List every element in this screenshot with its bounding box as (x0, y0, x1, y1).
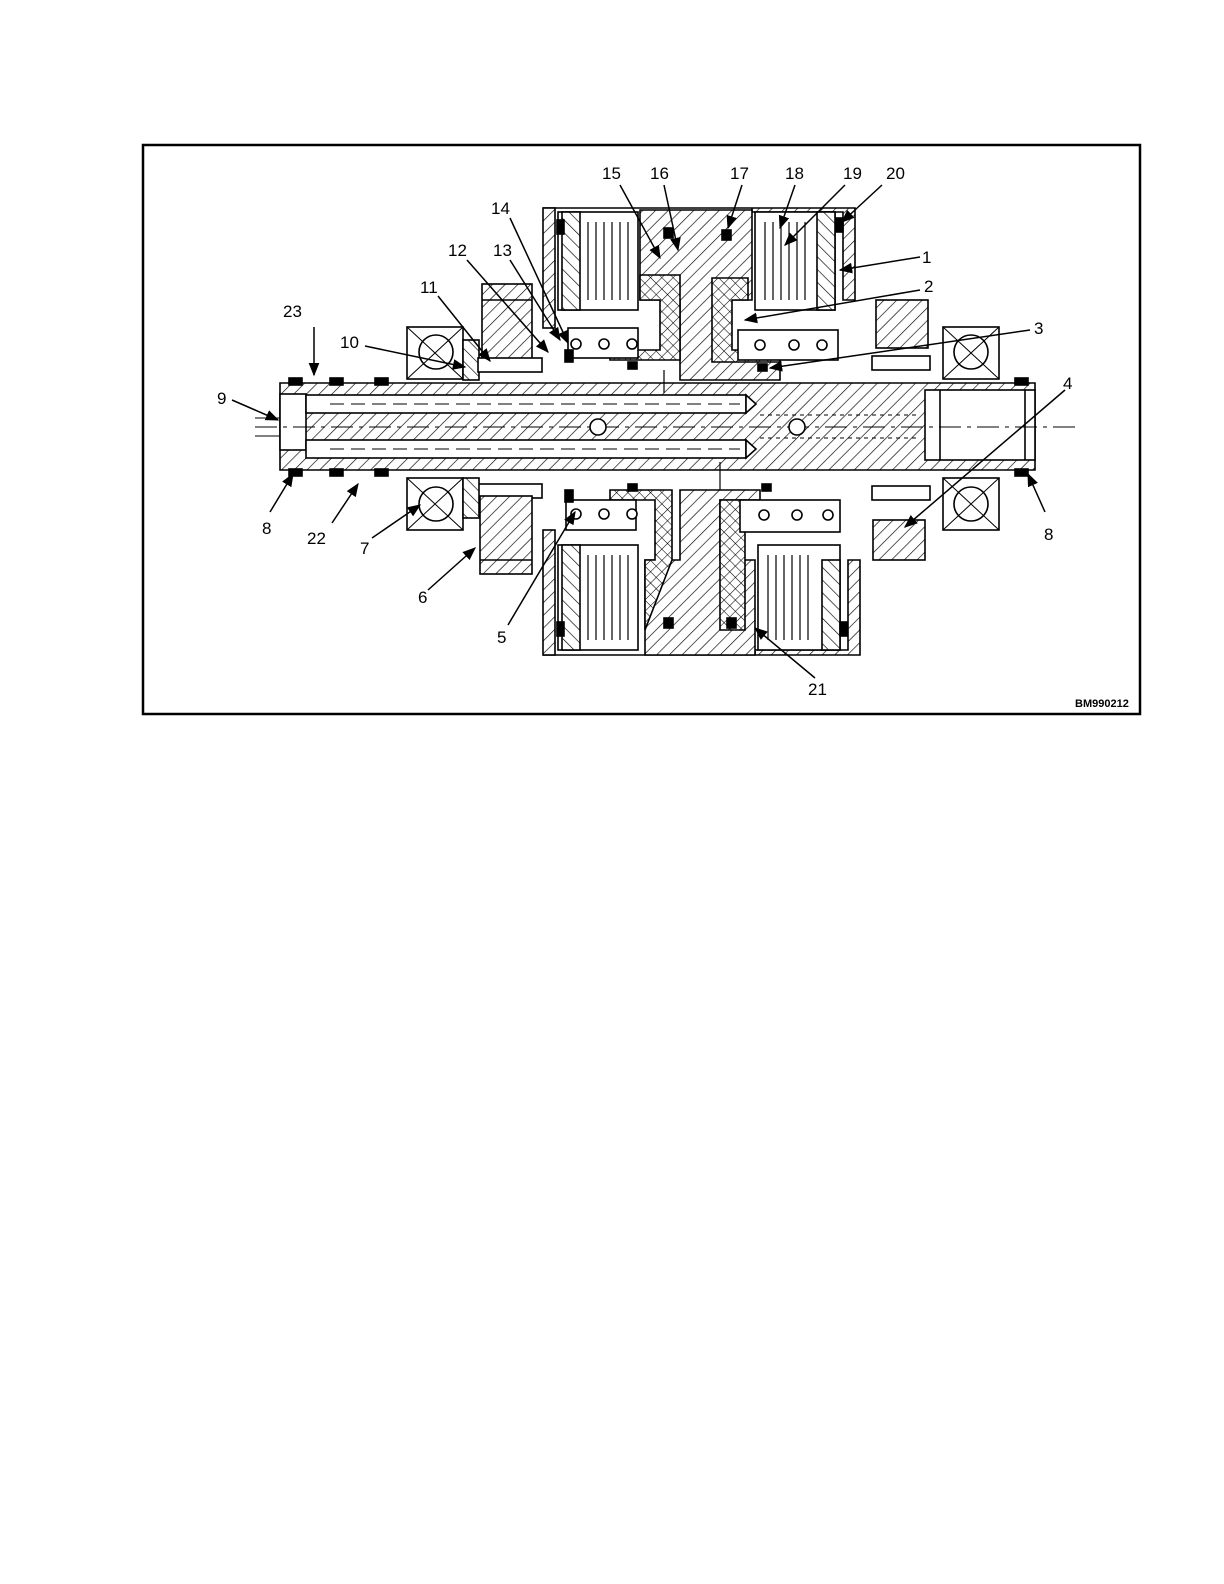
callout-6: 6 (418, 588, 427, 607)
callout-19: 19 (843, 164, 862, 183)
callout-22: 22 (307, 529, 326, 548)
callout-23: 23 (283, 302, 302, 321)
callout-4: 4 (1063, 374, 1072, 393)
callout-7: 7 (360, 539, 369, 558)
callout-18: 18 (785, 164, 804, 183)
callout-11: 11 (420, 278, 438, 297)
callout-8-right: 8 (1044, 525, 1053, 544)
callout-20: 20 (886, 164, 905, 183)
callout-5: 5 (497, 628, 506, 647)
callout-9: 9 (217, 389, 226, 408)
callout-12: 12 (448, 241, 467, 260)
callout-3: 3 (1034, 319, 1043, 338)
callout-16: 16 (650, 164, 669, 183)
callout-13: 13 (493, 241, 512, 260)
callout-21: 21 (808, 680, 827, 699)
callout-15: 15 (602, 164, 621, 183)
figure-id-label: BM990212 (1075, 698, 1129, 710)
callout-8-left: 8 (262, 519, 271, 538)
callout-2: 2 (924, 277, 933, 296)
callout-1: 1 (922, 248, 931, 267)
callout-17: 17 (730, 164, 749, 183)
callout-14: 14 (491, 199, 510, 218)
callout-10: 10 (340, 333, 359, 352)
